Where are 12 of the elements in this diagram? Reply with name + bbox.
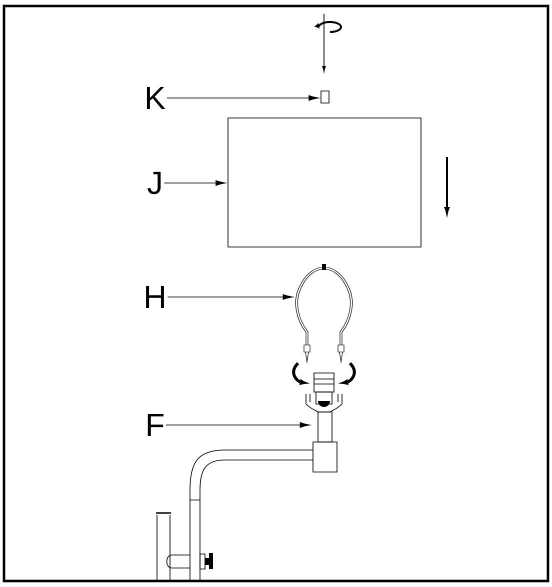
- part-letter: K: [146, 87, 166, 110]
- arrow: [166, 95, 319, 101]
- harp-drawing: [295, 264, 353, 364]
- part-letter: J: [148, 172, 161, 194]
- arrow: [164, 180, 226, 186]
- arrow: [166, 422, 310, 428]
- arrow: [167, 294, 293, 300]
- lampshade-box: [228, 118, 422, 248]
- part-letter: F: [148, 414, 164, 436]
- part-letter: H: [146, 286, 164, 308]
- socket-drawing: [306, 372, 342, 472]
- finial-box: [320, 90, 330, 104]
